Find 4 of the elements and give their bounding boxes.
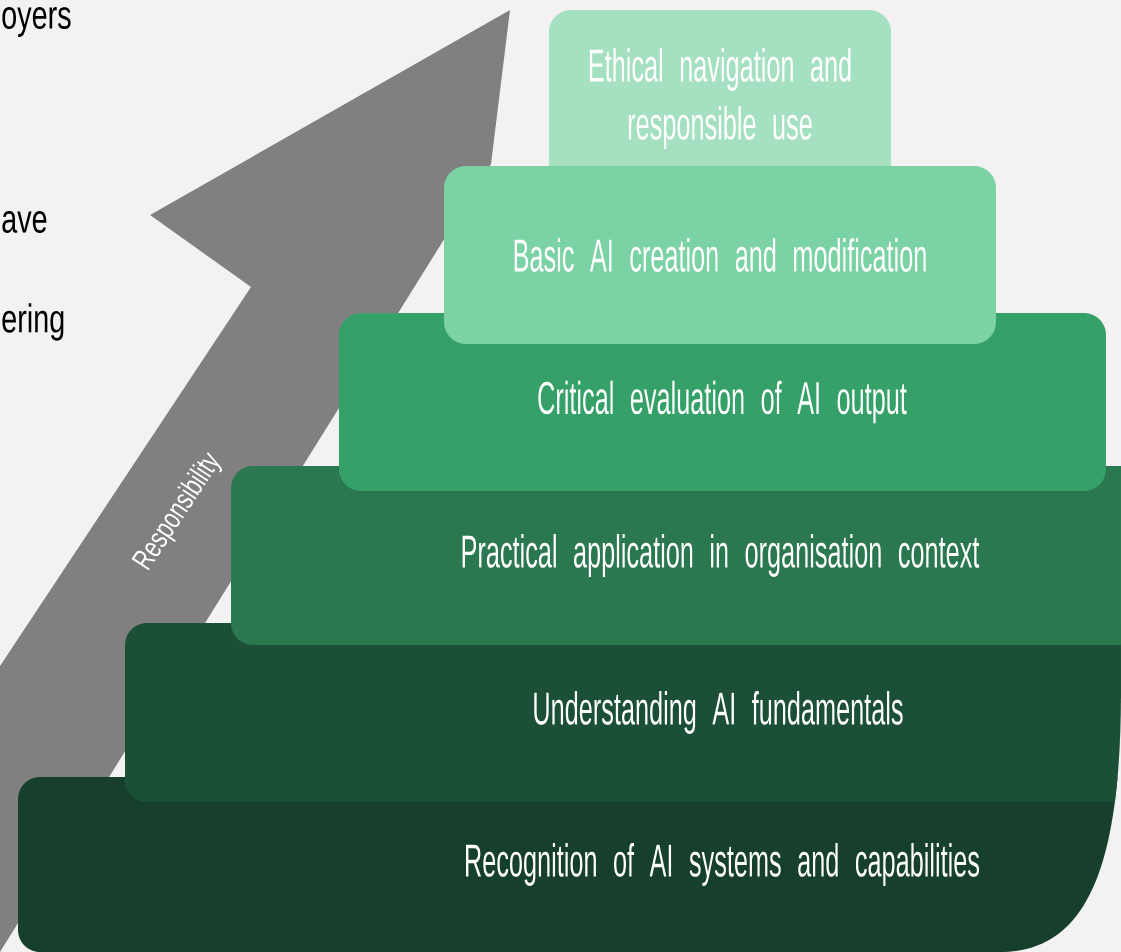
text-fragment: ave [2, 211, 47, 233]
text-fragment: oyers [2, 7, 71, 37]
level-box: Basic AI creation and modification [444, 166, 996, 344]
text-fragment: ering [2, 303, 64, 341]
